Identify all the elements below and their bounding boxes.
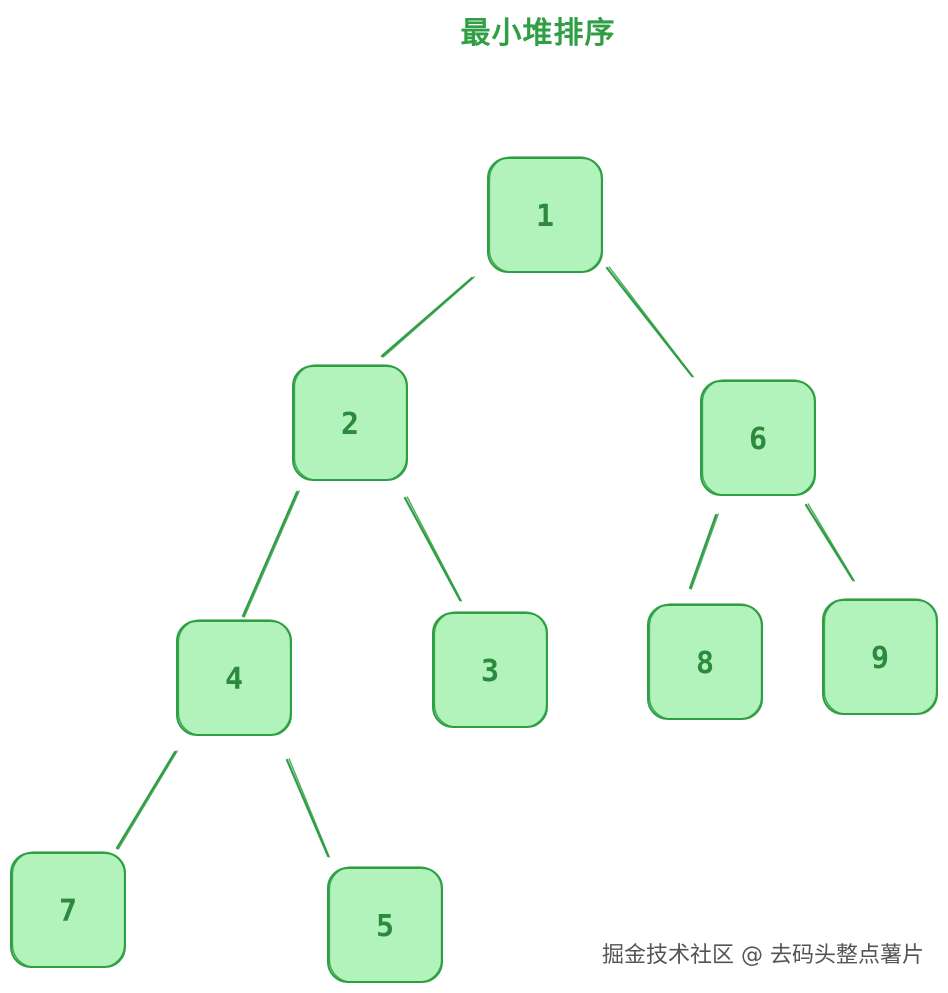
- nodes-layer: 1 2 6 4 3 8 9 7 5: [10, 156, 938, 983]
- node-label: 9: [871, 641, 889, 676]
- edge-n2-n4-stroke2: [243, 490, 300, 618]
- node-label: 6: [749, 422, 767, 457]
- heap-node-7: 7: [10, 851, 126, 968]
- watermark: 掘金技术社区 @ 去码头整点薯片: [602, 943, 924, 968]
- node-box-sketch: [328, 866, 443, 983]
- edge-n6-n8-stroke2: [690, 513, 719, 590]
- edge-n4-n7: [115, 750, 177, 850]
- node-label: 5: [376, 909, 394, 944]
- heap-node-8: 8: [647, 603, 763, 720]
- heap-node-6: 6: [700, 379, 816, 496]
- node-label: 1: [536, 199, 554, 234]
- node-box-sketch: [701, 379, 816, 496]
- node-label: 7: [59, 894, 77, 929]
- heap-node-1: 1: [487, 156, 603, 273]
- edge-n1-n6-stroke2: [608, 266, 695, 378]
- node-box-sketch: [293, 364, 408, 481]
- edge-n4-n5-stroke2: [288, 758, 331, 858]
- edge-n6-n9: [804, 503, 855, 582]
- edge-n6-n9-stroke2: [807, 503, 856, 582]
- node-box-sketch: [177, 619, 292, 736]
- heap-node-9: 9: [822, 598, 938, 715]
- edge-n1-n2: [380, 276, 474, 358]
- node-box-sketch: [433, 611, 548, 728]
- edge-n2-n3: [403, 496, 462, 602]
- heap-node-5: 5: [327, 866, 443, 983]
- node-label: 3: [481, 654, 499, 689]
- page-title: 最小堆排序: [460, 16, 616, 51]
- heap-node-4: 4: [176, 619, 292, 736]
- edge-n4-n5: [285, 758, 330, 858]
- edges-layer: [115, 266, 856, 858]
- node-box-sketch: [11, 851, 126, 968]
- node-box-sketch: [823, 598, 938, 715]
- heap-node-2: 2: [292, 364, 408, 481]
- node-label: 8: [696, 646, 714, 681]
- edge-n1-n6: [605, 266, 694, 378]
- title-area: 最小堆排序: [0, 0, 948, 60]
- heap-node-3: 3: [432, 611, 548, 728]
- edge-n2-n3-stroke2: [406, 496, 463, 602]
- node-box-sketch: [648, 603, 763, 720]
- node-label: 2: [341, 407, 359, 442]
- edge-n1-n2-stroke2: [382, 276, 475, 358]
- node-label: 4: [225, 662, 243, 697]
- edge-n6-n8: [688, 513, 718, 590]
- node-box-sketch: [488, 156, 603, 273]
- edge-n2-n4: [241, 490, 299, 618]
- edge-n4-n7-stroke2: [117, 750, 178, 850]
